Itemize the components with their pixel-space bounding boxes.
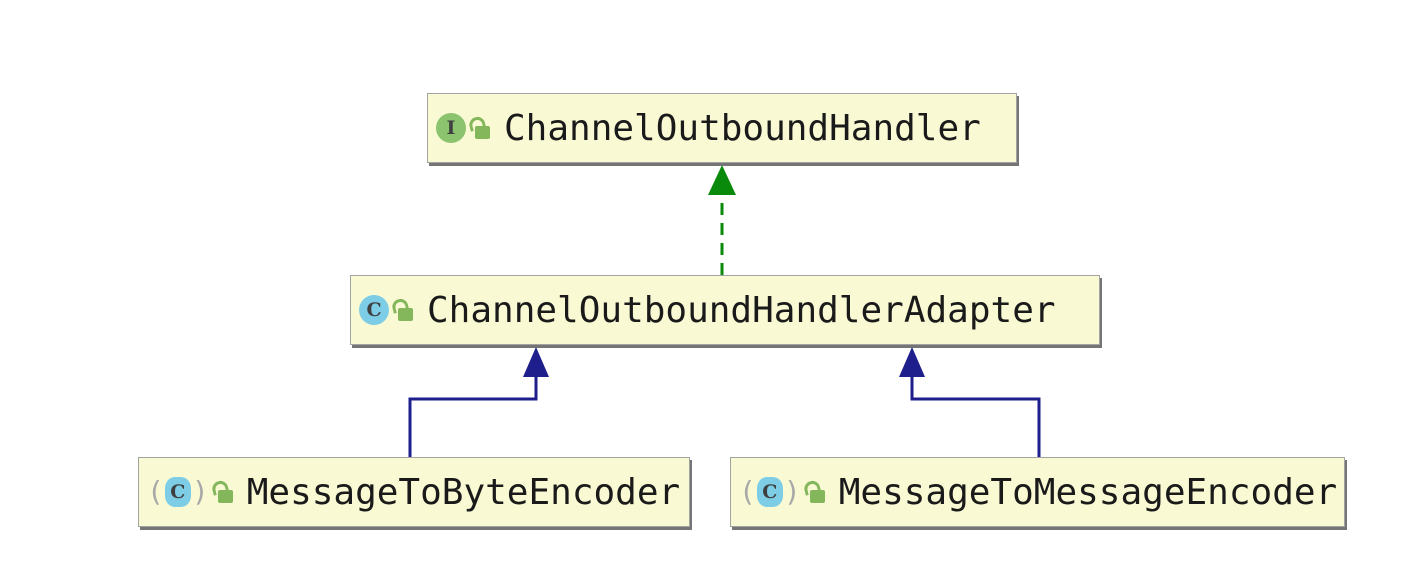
abstract-left-mark: ( (739, 475, 756, 508)
abstract-left-mark: ( (147, 475, 164, 508)
node-message-to-byte-encoder[interactable]: ( C ) MessageToByteEncoder (138, 457, 690, 527)
public-unlocked-icon (807, 479, 825, 505)
edge-implements-adapter-to-interface[interactable] (708, 165, 736, 275)
class-icon-letter: C (366, 299, 382, 321)
abstract-class-icon: ( C ) (739, 477, 801, 507)
node-label: ChannelOutboundHandlerAdapter (427, 289, 1056, 331)
node-channel-outbound-handler[interactable]: I ChannelOutboundHandler (427, 93, 1017, 163)
interface-icon: I (436, 113, 466, 143)
node-channel-outbound-handler-adapter[interactable]: C ChannelOutboundHandlerAdapter (350, 275, 1100, 345)
node-label: MessageToMessageEncoder (838, 471, 1338, 513)
abstract-class-icon-letter: C (762, 481, 778, 503)
public-unlocked-icon (395, 297, 413, 323)
abstract-right-mark: ) (783, 475, 801, 508)
public-unlocked-icon (215, 479, 233, 505)
public-unlocked-icon (472, 115, 490, 141)
abstract-class-icon: ( C ) (147, 477, 209, 507)
node-label: ChannelOutboundHandler (504, 107, 981, 149)
abstract-right-mark: ) (191, 475, 209, 508)
edge-extends-messageencoder-to-adapter[interactable] (899, 347, 1041, 457)
interface-icon-letter: I (446, 117, 456, 139)
class-icon: C (359, 295, 389, 325)
edge-extends-bytencoder-to-adapter[interactable] (408, 347, 549, 457)
abstract-class-icon-letter: C (170, 481, 186, 503)
node-message-to-message-encoder[interactable]: ( C ) MessageToMessageEncoder (730, 457, 1345, 527)
node-label: MessageToByteEncoder (246, 471, 681, 513)
